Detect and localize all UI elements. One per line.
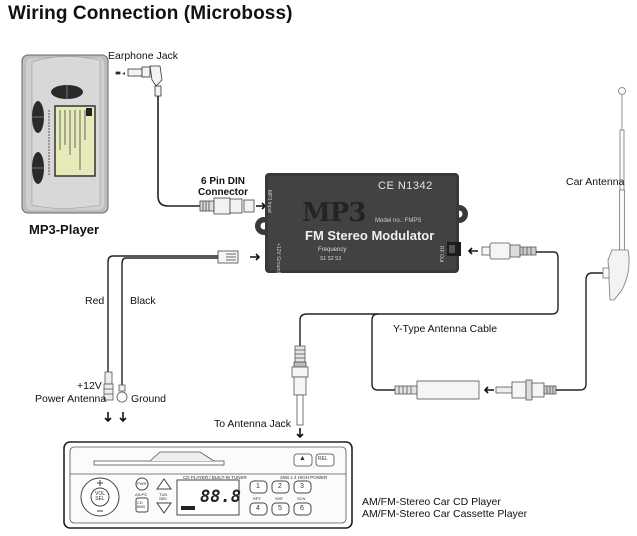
car-antenna-cable (556, 272, 603, 391)
modulator-model: Model no.: FMPS (375, 218, 422, 224)
label-mp3-player: MP3-Player (29, 222, 100, 237)
label-radio-cassette: AM/FM-Stereo Car Cassette Player (362, 508, 528, 520)
down-arrow-antenna-jack (296, 428, 304, 439)
earphone-jack-plug: ◂ (115, 65, 163, 97)
modulator-brand-logo: MP3 (302, 198, 366, 228)
radio-power-label: 25W x 4 HIGH POWER (280, 475, 328, 480)
radio-tag-rpt: RPT (253, 496, 261, 501)
radio-pwr-button[interactable]: PWR (137, 481, 147, 486)
label-plus12v: +12V (77, 380, 102, 392)
label-earphone-jack: Earphone Jack (108, 50, 179, 62)
earphone-cable (157, 96, 200, 207)
port-label-rf-out: RF Out (438, 246, 444, 263)
y-cable-radio-branch (299, 313, 378, 346)
down-arrow-power (104, 412, 112, 423)
radio-rel-button[interactable]: REL (318, 456, 328, 462)
radio-tune-label: TUN SEK (159, 492, 168, 501)
radio-antenna-plug (291, 345, 309, 426)
radio-preset-3[interactable]: 3 (300, 483, 304, 490)
down-arrow-ground (119, 412, 127, 423)
label-y-cable: Y-Type Antenna Cable (393, 323, 498, 335)
rf-plug (481, 242, 537, 260)
radio-preset-4[interactable]: 4 (256, 505, 260, 512)
radio-tag-shf: SHF (275, 496, 283, 501)
modulator-name: FM Stereo Modulator (305, 228, 435, 243)
radio-preset-2[interactable]: 2 (278, 483, 282, 490)
y-cable-rf-branch (371, 251, 559, 391)
radio-tag-scn: SCN (297, 496, 306, 501)
car-radio (63, 441, 353, 529)
label-din-line1: 6 Pin DIN (201, 176, 245, 187)
din-connector-plug (199, 197, 255, 215)
power-cable-red (107, 255, 218, 372)
svg-text:◂: ◂ (122, 71, 125, 77)
power-cable-black (121, 257, 218, 385)
ground-ring-terminal (116, 384, 128, 403)
page-title: Wiring Connection (Microboss) (8, 3, 293, 24)
arrow-into-mp3-input (256, 202, 267, 210)
radio-asps-label: AS/PS (135, 492, 147, 497)
label-car-antenna: Car Antenna (566, 176, 625, 188)
radio-panel-title: CD PLAYER / BUILT-IN TUNER (183, 475, 247, 480)
radio-preset-6[interactable]: 6 (300, 505, 304, 512)
label-din-connector: 6 Pin DIN Connector (198, 176, 248, 198)
fm-modulator (255, 173, 468, 273)
arrow-into-coupler (483, 386, 494, 394)
antenna-male-plug (495, 379, 557, 401)
radio-display-value: 88.8 (200, 487, 241, 507)
power-antenna-terminal (103, 371, 114, 401)
label-red-wire: Red (85, 295, 105, 307)
frequency-label: Frequency (318, 247, 347, 253)
radio-preset-1[interactable]: 1 (256, 483, 260, 490)
radio-preset-5[interactable]: 5 (278, 505, 282, 512)
power-connector-plug (217, 250, 239, 264)
arrow-into-power (250, 253, 261, 261)
radio-vol-knob-label[interactable]: VOL SEL (94, 491, 105, 502)
label-to-antenna-jack: To Antenna Jack (214, 418, 292, 430)
radio-cd-band-button[interactable]: CD BND (137, 500, 146, 509)
arrow-into-rf-out (467, 247, 478, 255)
port-label-mp3-input: MP3 Input (266, 190, 272, 213)
label-din-line2: Connector (198, 187, 248, 198)
radio-eject-button[interactable]: ▲ (299, 455, 306, 462)
car-antenna (602, 87, 630, 301)
label-radio-cd: AM/FM-Stereo Car CD Player (362, 496, 501, 508)
label-ground: Ground (131, 393, 167, 405)
mp3-player-device (21, 54, 109, 214)
y-cable-coupler (394, 380, 480, 400)
port-label-power: +12V Ground (275, 243, 281, 273)
frequency-switches[interactable]: S1 S2 S3 (320, 256, 342, 262)
modulator-cert: CE N1342 (378, 180, 433, 192)
label-black-wire: Black (130, 295, 156, 307)
label-power-antenna: Power Antenna (35, 393, 107, 405)
